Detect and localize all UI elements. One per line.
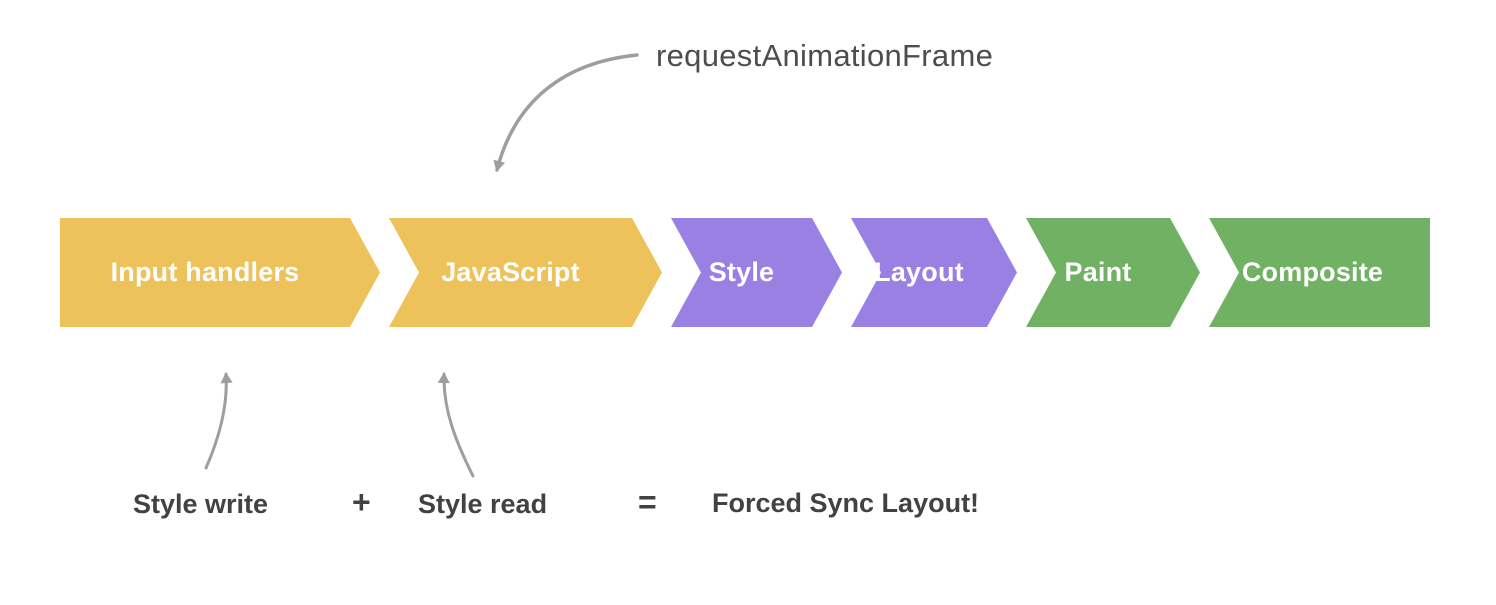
raf-arrow: [493, 53, 639, 172]
pipeline-segment-input-handlers: Input handlers: [60, 218, 380, 327]
style-read-arrow: [437, 372, 475, 478]
segment-label: Layout: [874, 257, 964, 287]
pipeline-segment-layout: Layout: [851, 218, 1017, 327]
style-write-arrow: [204, 372, 233, 470]
segment-label: Input handlers: [110, 257, 300, 287]
pipeline-segment-style: Style: [671, 218, 842, 327]
pipeline-segment-paint: Paint: [1026, 218, 1200, 327]
style-write-label: Style write: [133, 489, 269, 519]
segment-label: Style: [708, 257, 775, 287]
pipeline-bar: Input handlers JavaScript Style Layout P…: [60, 218, 1430, 327]
style-read-label: Style read: [418, 489, 548, 519]
segment-label: JavaScript: [441, 257, 580, 287]
forced-sync-layout-label: Forced Sync Layout!: [712, 488, 980, 518]
segment-label: Paint: [1064, 257, 1132, 287]
pipeline-segment-javascript: JavaScript: [389, 218, 662, 327]
plus-sign: +: [352, 484, 371, 520]
pipeline-segment-composite: Composite: [1209, 218, 1430, 327]
equals-sign: =: [638, 484, 657, 520]
raf-annotation-label: requestAnimationFrame: [656, 38, 994, 73]
segment-label: Composite: [1241, 257, 1384, 287]
